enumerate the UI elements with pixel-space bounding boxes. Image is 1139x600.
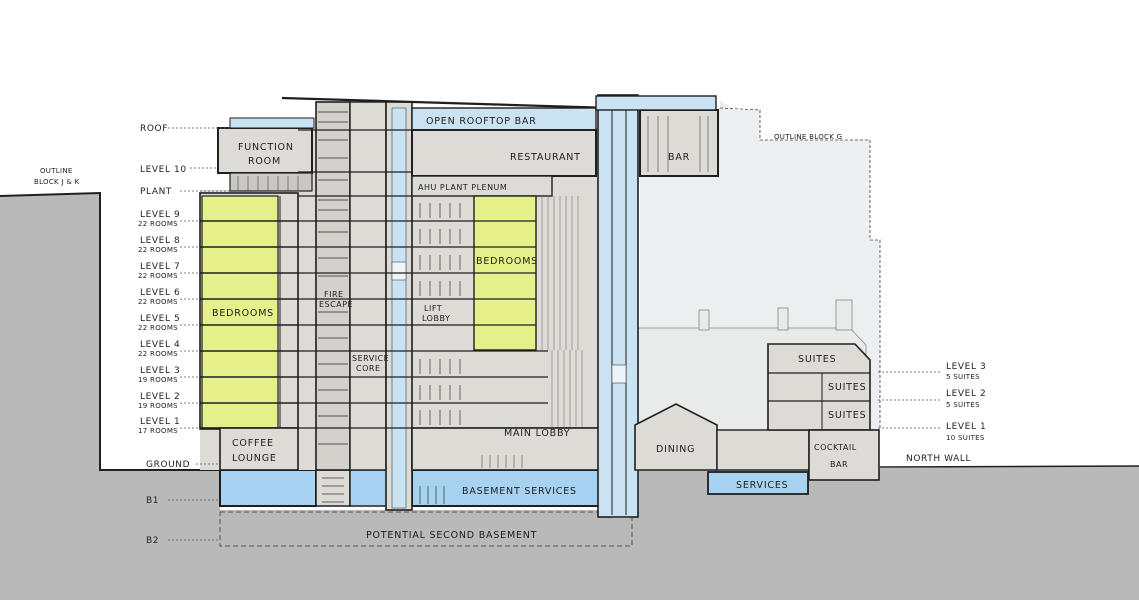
function-room-label-1: FUNCTION <box>238 142 294 153</box>
dining-room <box>634 403 718 471</box>
restaurant-label: RESTAURANT <box>510 152 581 163</box>
fire-escape-column <box>315 101 351 471</box>
label-level4-rooms: 22 ROOMS <box>138 350 178 358</box>
potential-second-basement <box>219 511 633 547</box>
coffee-lounge-label-2: LOUNGE <box>232 453 277 464</box>
suites-top-label: SUITES <box>798 354 836 365</box>
label-plant: PLANT <box>140 187 172 197</box>
bedrooms-right-label: BEDROOMS <box>476 256 538 267</box>
label-level9: LEVEL 9 <box>140 210 180 220</box>
label-level7-rooms: 22 ROOMS <box>138 272 178 280</box>
function-room-label-2: ROOM <box>248 156 281 167</box>
label-level1: LEVEL 1 <box>140 417 180 427</box>
label-level3: LEVEL 3 <box>140 366 180 376</box>
lift-lobby-label-1: LIFT <box>424 304 442 313</box>
suites-block <box>767 343 871 431</box>
bedrooms-left-label: BEDROOMS <box>212 308 274 319</box>
bar-label: BAR <box>668 152 690 163</box>
potential-second-basement-label: POTENTIAL SECOND BASEMENT <box>366 530 537 541</box>
outline-block-g-label: OUTLINE BLOCK G <box>774 133 842 141</box>
ahu-plenum-label: AHU PLANT PLENUM <box>418 183 507 192</box>
suites-low-label: SUITES <box>828 410 866 421</box>
right-level2-suites: 5 SUITES <box>946 401 980 409</box>
label-b2: B2 <box>146 536 159 546</box>
lift-lobby-label-2: LOBBY <box>422 314 450 323</box>
right-level3-suites: 5 SUITES <box>946 373 980 381</box>
cocktail-bar-label-2: BAR <box>830 460 848 469</box>
service-core-label-1: SERVICE <box>352 354 389 363</box>
cocktail-bar-label-1: COCKTAIL <box>814 443 857 452</box>
function-room <box>217 127 313 174</box>
label-level7: LEVEL 7 <box>140 262 180 272</box>
atrium-shaft <box>597 94 639 518</box>
cocktail-bar <box>808 429 880 481</box>
coffee-lounge-label-1: COFFEE <box>232 438 274 449</box>
label-level10: LEVEL 10 <box>140 165 187 175</box>
label-level2: LEVEL 2 <box>140 392 180 402</box>
north-wall-label: NORTH WALL <box>906 454 971 464</box>
label-level6: LEVEL 6 <box>140 288 180 298</box>
label-level6-rooms: 22 ROOMS <box>138 298 178 306</box>
bar-room <box>639 109 719 177</box>
restaurant <box>411 129 597 177</box>
open-rooftop-bar-label: OPEN ROOFTOP BAR <box>426 116 537 127</box>
label-level9-rooms: 22 ROOMS <box>138 220 178 228</box>
right-level2: LEVEL 2 <box>946 389 986 399</box>
fire-escape-label-2: ESCAPE <box>319 300 353 309</box>
ground-mass <box>0 193 1139 600</box>
label-level4: LEVEL 4 <box>140 340 180 350</box>
coffee-lounge <box>219 427 299 471</box>
bedrooms-left <box>201 195 279 429</box>
label-level8-rooms: 22 ROOMS <box>138 246 178 254</box>
label-roof: ROOF <box>140 124 168 134</box>
basement-b1-left <box>219 469 317 507</box>
label-level3-rooms: 19 ROOMS <box>138 376 178 384</box>
label-level5: LEVEL 5 <box>140 314 180 324</box>
label-level8: LEVEL 8 <box>140 236 180 246</box>
label-level1-rooms: 17 ROOMS <box>138 427 178 435</box>
dining-label: DINING <box>656 444 695 455</box>
basement-services-label: BASEMENT SERVICES <box>462 486 577 497</box>
label-b1: B1 <box>146 496 159 506</box>
fire-escape-label-1: FIRE <box>324 290 344 299</box>
right-level3: LEVEL 3 <box>946 362 986 372</box>
basement-services-box <box>411 469 613 507</box>
outline-left-line1: OUTLINE <box>40 167 73 175</box>
outline-left-line2: BLOCK J & K <box>34 178 80 186</box>
main-lobby-label: MAIN LOBBY <box>504 428 570 439</box>
services-label: SERVICES <box>736 480 788 491</box>
suites-mid-label: SUITES <box>828 382 866 393</box>
label-ground: GROUND <box>146 460 190 470</box>
label-level5-rooms: 22 ROOMS <box>138 324 178 332</box>
label-level2-rooms: 19 ROOMS <box>138 402 178 410</box>
services-box <box>707 471 809 495</box>
right-level1-suites: 10 SUITES <box>946 434 985 442</box>
service-core-label-2: CORE <box>356 364 381 373</box>
right-level1: LEVEL 1 <box>946 422 986 432</box>
